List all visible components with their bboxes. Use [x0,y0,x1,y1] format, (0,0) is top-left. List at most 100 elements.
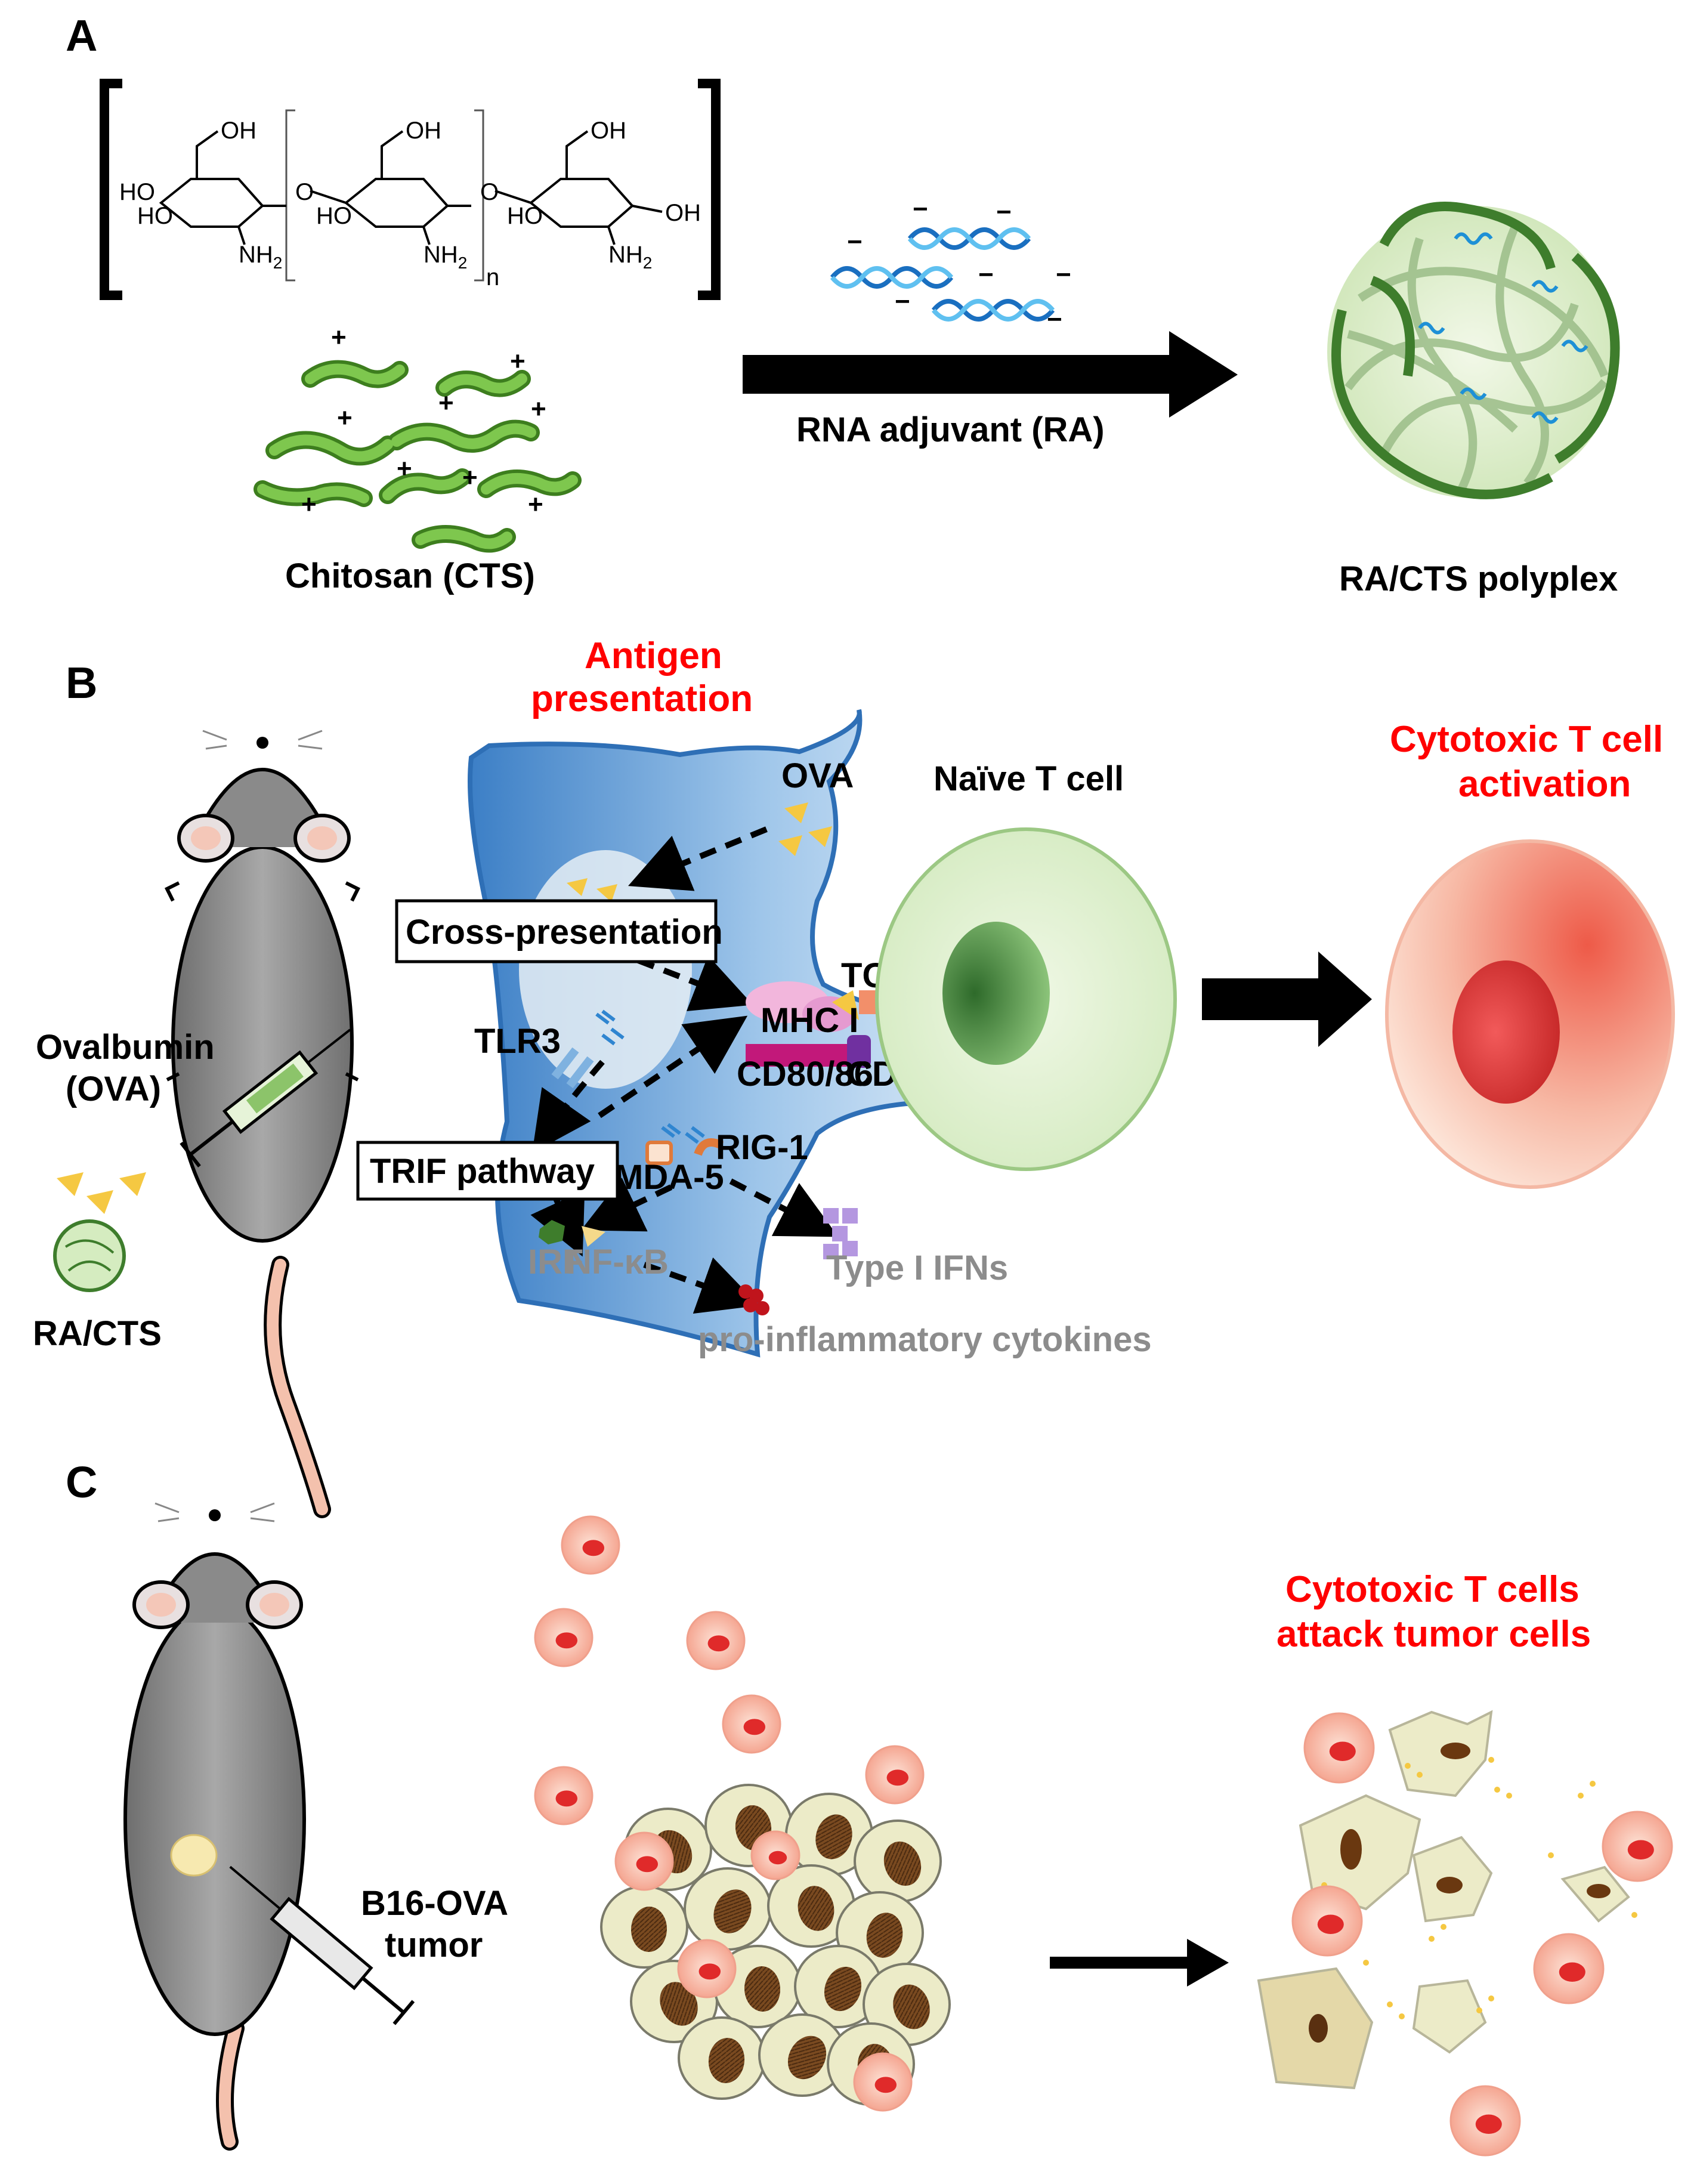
nfkb-label: NF-κB [567,1243,669,1281]
repeat-bracket-left [285,109,295,282]
t-cell [750,1830,800,1880]
ova-triangles-left [57,1172,146,1214]
minus-charge: − [978,260,994,289]
t-cell [614,1831,674,1891]
plus-charge: + [397,454,412,483]
tumor-label-1: B16-OVA [361,1884,508,1923]
attack-arrow [1050,1939,1229,1987]
cytokines-icon [738,1284,769,1315]
naive-t-cell-label: Naïve T cell [934,759,1124,798]
o-label-2: O [480,179,499,205]
repeat-bracket-right [474,109,484,282]
tlr3-receptor-icon [551,1047,594,1089]
ra-cts-label: RA/CTS [33,1314,162,1353]
positive-charges: +++++++++ [301,323,546,519]
antigen-presentation-label-2: presentation [531,678,753,719]
attacking-t-cell [1449,2085,1521,2157]
attacking-t-cell [1602,1811,1673,1882]
tumor-cell [794,1945,882,2028]
plus-charge: + [337,403,353,433]
rig1-label: RIG-1 [716,1128,808,1167]
activation-arrow [1202,952,1372,1047]
left-bracket [100,79,122,300]
attacking-t-cells [1291,1712,1673,2157]
ova-label: OVA [781,756,854,795]
plus-charge: + [331,323,347,352]
naive-t-cell [875,827,1177,1171]
plus-charge: + [462,463,478,492]
minus-charge: − [895,287,910,316]
oh-label-3: OH [591,118,626,144]
plus-charge: + [510,347,526,376]
t-cell [534,1608,594,1667]
attacking-t-cell [1291,1885,1363,1957]
nh2-label-3: NH2 [608,242,652,272]
right-bracket [698,79,721,300]
ho-label-4: HO [507,203,543,229]
o-label-1: O [295,179,314,205]
ra-cts-particle-small [53,1219,126,1292]
oh-label-1: OH [221,118,256,144]
tumor-cell [767,1864,855,1948]
cytotoxic-activation-label-2: activation [1458,764,1631,805]
negative-charges: −−−−−−− [847,194,1071,334]
n-subscript: n [486,264,499,291]
rna-adjuvant-strands [830,227,1055,322]
mouse-injected [164,730,361,1518]
syringe-1 [180,1028,351,1167]
signaling-arrows [530,826,839,1314]
chitosan-label: Chitosan (CTS) [285,557,535,595]
chitosan-structure [159,130,663,245]
attack-label-2: attack tumor cells [1276,1614,1591,1655]
mouse-tumor [123,1502,306,2151]
oh-label-4: OH [665,200,701,226]
polyplex-particle [1327,202,1620,499]
polyplex-label: RA/CTS polyplex [1339,560,1618,598]
plus-charge: + [528,490,543,519]
damaged-tumor-cells [1257,1710,1637,2090]
panel-c-letter: C [66,1457,97,1507]
ovalbumin-label-1: Ovalbumin [36,1028,215,1067]
tumor-cell [678,2016,766,2100]
trif-pathway-label: TRIF pathway [370,1152,595,1191]
ho-label-1: HO [119,179,155,205]
cd28-receptor [847,1035,871,1068]
tlr3-label: TLR3 [474,1022,561,1061]
tumor-cell [854,1820,942,1903]
cd8086-receptor [746,1044,847,1067]
minus-charge: − [913,194,928,224]
attacking-t-cell [1303,1712,1375,1784]
tumor-cell-cluster [600,1784,951,2106]
ova-triangles [567,802,832,902]
cd8086-label: CD80/86 [737,1055,873,1093]
irf-label: IRF [528,1243,583,1281]
cytotoxic-t-cell [1385,839,1675,1189]
t-cell [534,1766,594,1825]
minus-charge: − [996,197,1012,227]
type1-ifns-icon [823,1208,858,1259]
t-cell [677,1939,737,1998]
tumor-cell [600,1885,688,1969]
ho-label-3: HO [316,203,352,229]
syringe-2 [229,1865,415,2025]
t-cell [865,1745,925,1805]
attacking-t-cell [1533,1933,1605,2004]
tumor-label-2: tumor [385,1926,483,1964]
t-cell [722,1694,781,1754]
mda5-label: MDA-5 [614,1158,724,1197]
cross-presentation-label: Cross-presentation [406,913,723,952]
nh2-label-1: NH2 [239,242,282,272]
cross-presentation-box [395,899,718,963]
t-cell [686,1611,746,1670]
ovalbumin-label-2: (OVA) [66,1070,161,1108]
panel-a-letter: A [66,11,97,60]
oh-label-2: OH [406,118,441,144]
rig1-mda5-icons [645,1138,724,1165]
cytokines-label: pro-inflammatory cytokines [698,1320,1152,1359]
chitosan-strands-highlight [257,363,578,549]
ho-label-2: HO [137,203,173,229]
trif-pathway-box [356,1141,619,1201]
rna-adjuvant-label: RNA adjuvant (RA) [796,410,1105,449]
irf-icon [539,1220,565,1244]
